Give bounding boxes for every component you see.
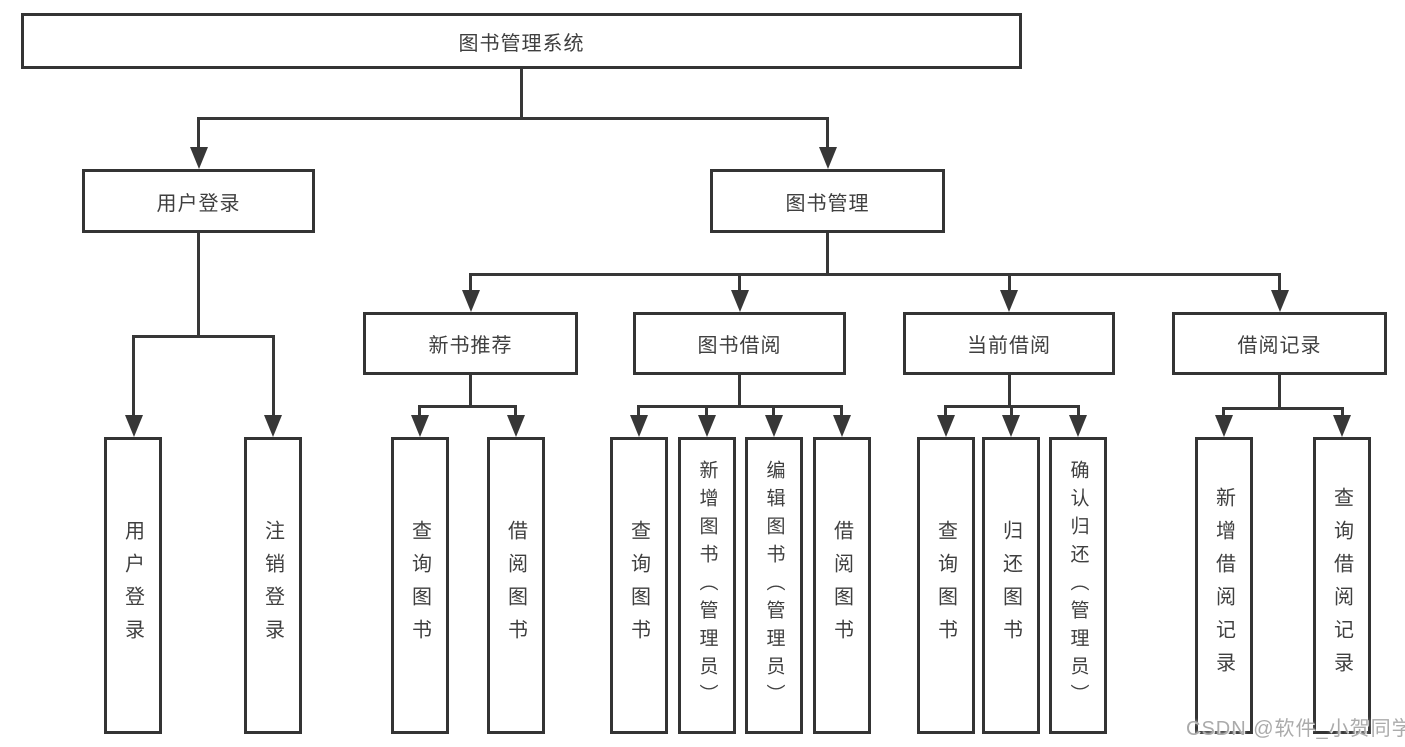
leaf-edit-books-admin-label: 编辑图书（管理员） [763, 459, 785, 712]
leaf-query-books-borrowing-label: 查询图书 [627, 519, 650, 652]
node-user-login-label: 用户登录 [156, 192, 241, 215]
connector-line [514, 405, 517, 423]
connector-line [418, 405, 517, 408]
leaf-logout: 注销登录 [244, 437, 302, 734]
node-user-login: 用户登录 [82, 169, 315, 233]
leaf-logout-label: 注销登录 [261, 519, 284, 652]
connector-line [637, 405, 640, 423]
connector-line [469, 375, 472, 407]
leaf-user-login-label: 用户登录 [121, 519, 144, 652]
node-book-management-label: 图书管理 [785, 192, 870, 215]
leaf-add-books-admin: 新增图书（管理员） [678, 437, 736, 734]
connector-line [1278, 375, 1281, 409]
leaf-confirm-return-admin: 确认归还（管理员） [1049, 437, 1107, 734]
leaf-query-borrow-record: 查询借阅记录 [1313, 437, 1371, 734]
leaf-query-books-current-label: 查询图书 [934, 519, 957, 652]
leaf-add-books-admin-label: 新增图书（管理员） [696, 459, 718, 712]
arrowhead-icon [833, 415, 851, 437]
leaf-query-books-borrowing: 查询图书 [610, 437, 668, 734]
connector-line [132, 335, 135, 423]
arrowhead-icon [1002, 415, 1020, 437]
connector-line [520, 69, 523, 120]
arrowhead-icon [190, 147, 208, 169]
leaf-confirm-return-admin-label: 确认归还（管理员） [1067, 459, 1089, 712]
connector-line [637, 405, 843, 408]
leaf-query-books-recommend: 查询图书 [391, 437, 449, 734]
leaf-query-books-current: 查询图书 [917, 437, 975, 734]
node-book-borrowing-label: 图书借阅 [697, 335, 782, 357]
leaf-borrow-books-recommend: 借阅图书 [487, 437, 545, 734]
connector-line [197, 117, 200, 153]
connector-line [738, 273, 741, 295]
connector-line [1222, 407, 1344, 410]
leaf-add-borrow-record: 新增借阅记录 [1195, 437, 1253, 734]
arrowhead-icon [698, 415, 716, 437]
node-borrowing-records: 借阅记录 [1172, 312, 1387, 375]
node-current-borrowing: 当前借阅 [903, 312, 1115, 375]
arrowhead-icon [1000, 290, 1018, 312]
node-book-borrowing: 图书借阅 [633, 312, 846, 375]
connector-line [738, 375, 741, 407]
connector-line [840, 405, 843, 423]
connector-line [1010, 405, 1013, 423]
connector-line [1077, 405, 1080, 423]
connector-line [197, 117, 829, 120]
arrowhead-icon [630, 415, 648, 437]
leaf-query-borrow-record-label: 查询借阅记录 [1330, 486, 1353, 685]
arrowhead-icon [1271, 290, 1289, 312]
connector-line [772, 405, 775, 423]
connector-line [944, 405, 947, 423]
leaf-edit-books-admin: 编辑图书（管理员） [745, 437, 803, 734]
node-new-book-recommendation-label: 新书推荐 [428, 335, 513, 357]
connector-line [826, 117, 829, 153]
node-borrowing-records-label: 借阅记录 [1237, 335, 1322, 357]
node-current-borrowing-label: 当前借阅 [967, 335, 1051, 357]
leaf-return-books-label: 归还图书 [999, 519, 1022, 652]
connector-line [1008, 273, 1011, 295]
arrowhead-icon [1215, 415, 1233, 437]
node-book-management: 图书管理 [710, 169, 945, 233]
leaf-return-books: 归还图书 [982, 437, 1040, 734]
arrowhead-icon [507, 415, 525, 437]
root-node-library-management-system: 图书管理系统 [21, 13, 1022, 69]
arrowhead-icon [765, 415, 783, 437]
leaf-borrow-books-borrowing: 借阅图书 [813, 437, 871, 734]
connector-line [197, 233, 200, 337]
connector-line [469, 273, 1281, 276]
arrowhead-icon [937, 415, 955, 437]
csdn-watermark: CSDN @软件_小贺同学 [1186, 718, 1405, 740]
connector-line [826, 233, 829, 275]
arrowhead-icon [125, 415, 143, 437]
connector-line [418, 405, 421, 423]
leaf-borrow-books-borrowing-label: 借阅图书 [830, 519, 853, 652]
connector-line [1008, 375, 1011, 407]
arrowhead-icon [411, 415, 429, 437]
arrowhead-icon [462, 290, 480, 312]
connector-line [705, 405, 708, 423]
connector-line [1278, 273, 1281, 295]
connector-line [132, 335, 275, 338]
connector-line [469, 273, 472, 295]
leaf-user-login: 用户登录 [104, 437, 162, 734]
leaf-add-borrow-record-label: 新增借阅记录 [1212, 486, 1235, 685]
arrowhead-icon [1069, 415, 1087, 437]
leaf-query-books-recommend-label: 查询图书 [408, 519, 431, 652]
arrowhead-icon [264, 415, 282, 437]
arrowhead-icon [819, 147, 837, 169]
connector-line [272, 335, 275, 423]
leaf-borrow-books-recommend-label: 借阅图书 [504, 519, 527, 652]
root-node-label: 图书管理系统 [458, 32, 585, 55]
node-new-book-recommendation: 新书推荐 [363, 312, 578, 375]
arrowhead-icon [1333, 415, 1351, 437]
arrowhead-icon [731, 290, 749, 312]
